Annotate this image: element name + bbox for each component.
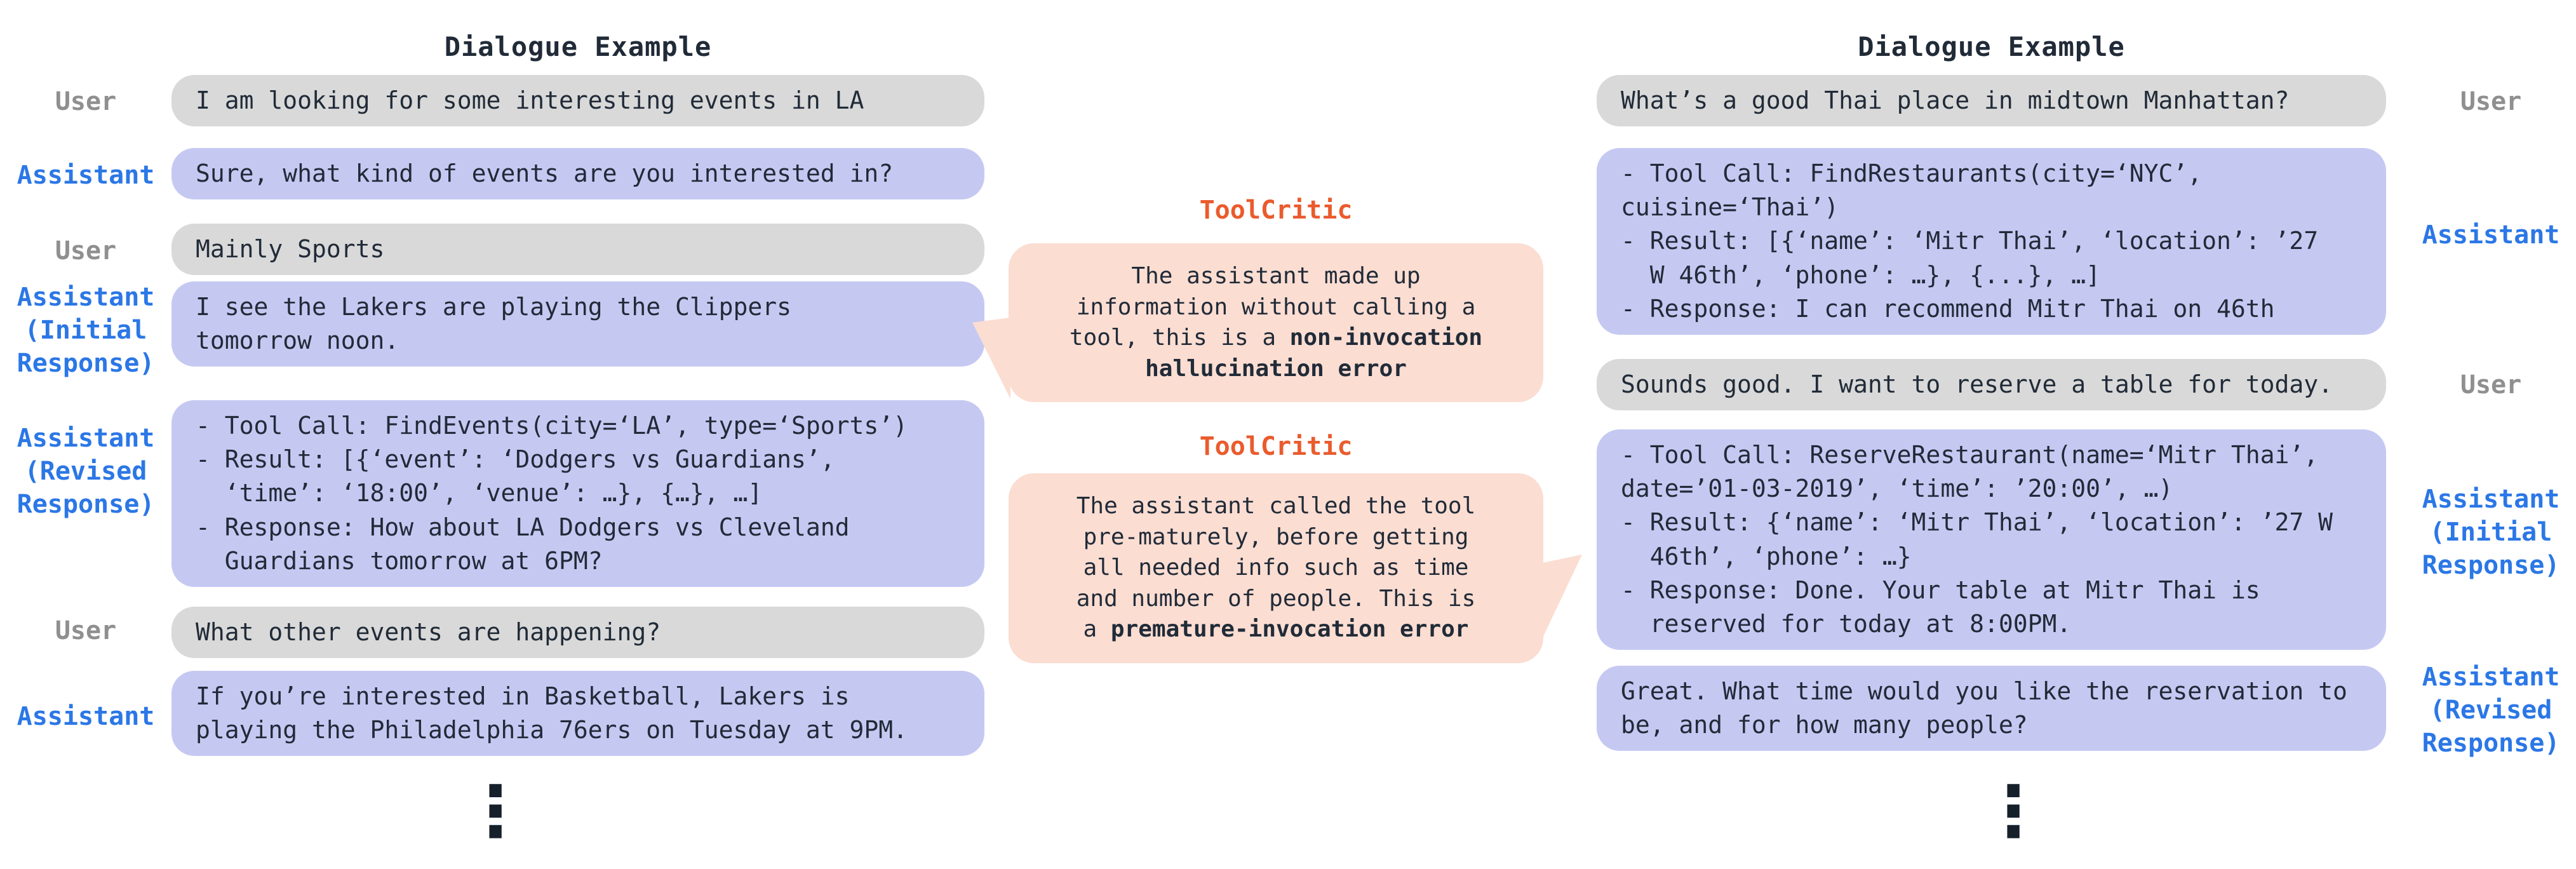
role-label-assistant-initial: Assistant (Initial Response) (2422, 485, 2560, 580)
user-message-bubble: I am looking for some interesting events… (171, 75, 984, 127)
assistant-message-bubble: If you’re interested in Basketball, Lake… (171, 671, 984, 757)
assistant-initial-response-bubble: - Tool Call: ReserveRestaurant(name=‘Mit… (1597, 429, 2386, 650)
right-panel-title: Dialogue Example (1858, 30, 2125, 62)
continuation-ellipsis: ⋮ (460, 771, 530, 852)
user-message-bubble: What’s a good Thai place in midtown Manh… (1597, 75, 2386, 127)
role-label-assistant: Assistant (17, 161, 155, 190)
assistant-message-bubble: Sure, what kind of events are you intere… (171, 148, 984, 200)
role-label-assistant: Assistant (17, 702, 155, 731)
role-label-user: User (55, 87, 117, 116)
toolcritic-title: ToolCritic (1199, 196, 1353, 225)
role-label-user: User (55, 236, 117, 266)
role-label-assistant-revised: Assistant (Revised Response) (17, 424, 155, 519)
user-message-bubble: What other events are happening? (171, 607, 984, 659)
role-label-assistant-revised: Assistant (Revised Response) (2422, 663, 2560, 758)
user-message-bubble: Mainly Sports (171, 224, 984, 276)
user-message-bubble: Sounds good. I want to reserve a table f… (1597, 359, 2386, 411)
role-label-user: User (2460, 370, 2522, 400)
left-panel-title: Dialogue Example (444, 30, 712, 62)
role-label-user: User (2460, 87, 2522, 116)
assistant-revised-response-bubble: Great. What time would you like the rese… (1597, 666, 2386, 751)
toolcritic-title: ToolCritic (1199, 432, 1353, 461)
role-label-assistant: Assistant (2422, 220, 2560, 250)
role-label-user: User (55, 616, 117, 645)
assistant-initial-response-bubble: I see the Lakers are playing the Clipper… (171, 281, 984, 367)
speech-bubble-tail-right (1541, 555, 1582, 640)
toolcritic-bubble-premature-invocation: The assistant called the tool pre-mature… (1009, 473, 1543, 663)
assistant-message-bubble: - Tool Call: FindRestaurants(city=‘NYC’,… (1597, 148, 2386, 335)
role-label-assistant-initial: Assistant (Initial Response) (17, 283, 155, 378)
assistant-revised-response-bubble: - Tool Call: FindEvents(city=‘LA’, type=… (171, 400, 984, 587)
continuation-ellipsis: ⋮ (1978, 771, 2048, 852)
toolcritic-bubble-non-invocation: The assistant made up information withou… (1009, 243, 1543, 403)
